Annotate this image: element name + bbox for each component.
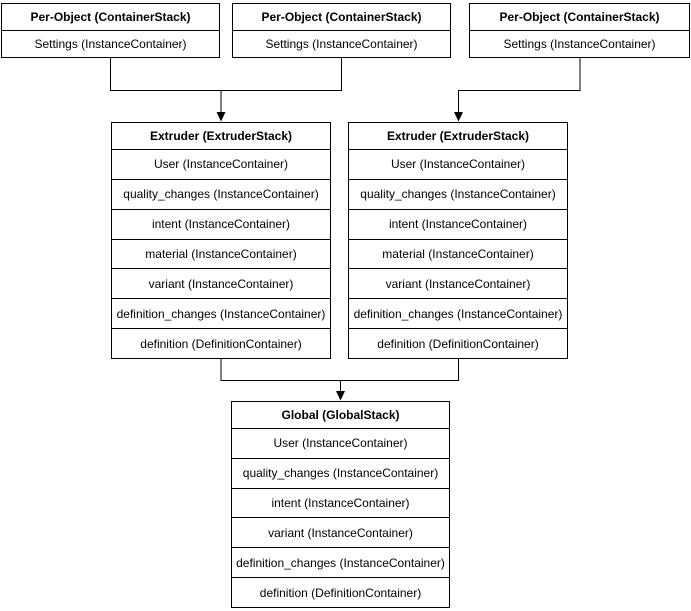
container-row: definition (DefinitionContainer) xyxy=(377,336,539,351)
container-row: intent (InstanceContainer) xyxy=(349,210,567,240)
arrowhead-extruder-1 xyxy=(216,112,226,122)
connector-extruders xyxy=(220,359,459,381)
container-row: definition (DefinitionContainer) xyxy=(259,585,422,600)
global-stack: Global (GlobalStack) User (InstanceConta… xyxy=(231,401,450,608)
container-row: quality_changes (InstanceContainer) xyxy=(232,459,449,489)
container-row: definition (DefinitionContainer) xyxy=(140,336,302,351)
stack-title: Extruder (ExtruderStack) xyxy=(112,123,330,150)
arrowhead-global xyxy=(336,391,345,401)
arrowhead-extruder-2 xyxy=(454,112,463,122)
container-row: User (InstanceContainer) xyxy=(112,150,330,180)
stack-title: Extruder (ExtruderStack) xyxy=(349,123,567,150)
stack-title: Global (GlobalStack) xyxy=(232,402,449,429)
stack-title: Per-Object (ContainerStack) xyxy=(470,4,689,31)
stack-title: Per-Object (ContainerStack) xyxy=(2,4,219,31)
container-row: intent (InstanceContainer) xyxy=(112,210,330,240)
stack-title: Per-Object (ContainerStack) xyxy=(233,4,450,31)
per-object-stack-3: Per-Object (ContainerStack) Settings (In… xyxy=(469,3,690,58)
connector-per-object-1-2 xyxy=(110,58,342,91)
container-row: variant (InstanceContainer) xyxy=(112,269,330,300)
container-row: Settings (InstanceContainer) xyxy=(265,37,418,51)
container-row: intent (InstanceContainer) xyxy=(232,489,449,519)
extruder-stack-1: Extruder (ExtruderStack) User (InstanceC… xyxy=(111,122,331,359)
container-row: definition_changes (InstanceContainer) xyxy=(232,548,449,579)
container-row: Settings (InstanceContainer) xyxy=(503,37,656,51)
container-row: definition_changes (InstanceContainer) xyxy=(349,299,567,330)
container-row: definition_changes (InstanceContainer) xyxy=(112,299,330,330)
container-row: material (InstanceContainer) xyxy=(112,240,330,270)
container-row: quality_changes (InstanceContainer) xyxy=(349,180,567,210)
container-row: User (InstanceContainer) xyxy=(349,150,567,180)
per-object-stack-2: Per-Object (ContainerStack) Settings (In… xyxy=(232,3,451,58)
per-object-stack-1: Per-Object (ContainerStack) Settings (In… xyxy=(1,3,220,58)
container-row: material (InstanceContainer) xyxy=(349,240,567,270)
container-row: variant (InstanceContainer) xyxy=(349,269,567,300)
container-row: Settings (InstanceContainer) xyxy=(34,37,187,51)
container-row: quality_changes (InstanceContainer) xyxy=(112,180,330,210)
container-row: User (InstanceContainer) xyxy=(232,429,449,459)
connector-per-object-3 xyxy=(458,58,581,113)
extruder-stack-2: Extruder (ExtruderStack) User (InstanceC… xyxy=(348,122,568,359)
container-row: variant (InstanceContainer) xyxy=(232,518,449,549)
